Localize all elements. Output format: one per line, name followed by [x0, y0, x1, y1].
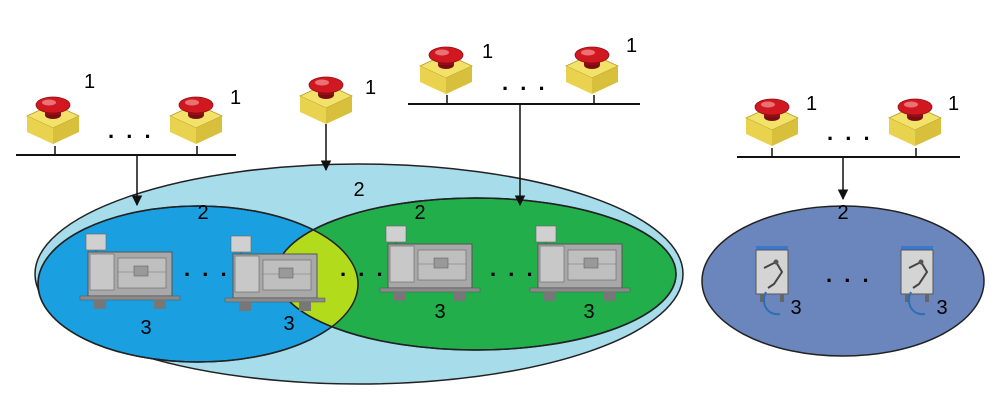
button-label: 1 [806, 93, 817, 115]
separate-safety-zone [701, 205, 985, 357]
ellipsis: . . . [184, 256, 230, 281]
button-label: 1 [482, 41, 493, 63]
machine-label: 3 [583, 301, 594, 323]
button-label: 1 [365, 77, 376, 99]
separate-zone-label: 2 [837, 202, 848, 224]
ellipsis: . . . [490, 256, 536, 281]
emergency-stop-button-icon [565, 46, 619, 95]
ellipsis: . . . [826, 262, 872, 287]
robot-label: 3 [790, 297, 801, 319]
machine-label: 3 [283, 313, 294, 335]
ellipsis: . . . [827, 120, 873, 145]
emergency-stop-button-icon [26, 96, 80, 145]
blue-zone-label: 2 [197, 202, 208, 224]
green-zone-label: 2 [414, 202, 425, 224]
emergency-stop-button-icon [888, 98, 942, 147]
button-label: 1 [84, 71, 95, 93]
emergency-stop-button-icon [299, 76, 353, 125]
button-label: 1 [230, 87, 241, 109]
machine-label: 3 [140, 317, 151, 339]
button-label: 1 [948, 93, 959, 115]
emergency-stop-button-icon [745, 98, 799, 147]
outer-zone-label: 2 [353, 179, 364, 201]
ellipsis: . . . [502, 70, 548, 95]
emergency-stop-button-icon [169, 96, 223, 145]
ellipsis: . . . [108, 118, 154, 143]
machine-label: 3 [434, 301, 445, 323]
button-label: 1 [626, 35, 637, 57]
ellipsis: . . . [340, 256, 386, 281]
robot-label: 3 [936, 297, 947, 319]
emergency-stop-button-icon [419, 46, 473, 95]
